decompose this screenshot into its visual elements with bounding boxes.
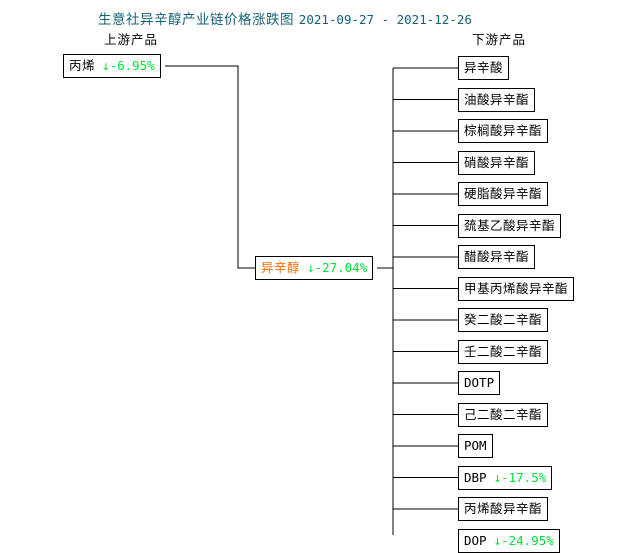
- upstream-column-label: 上游产品: [104, 32, 159, 47]
- downstream-node-3[interactable]: 棕榈酸异辛酯: [458, 119, 549, 143]
- downstream-node-name: 油酸异辛酯: [464, 91, 530, 107]
- price-change-chain-diagram: 生意社异辛醇产业链价格涨跌图 2021-09-27 - 2021-12-26 上…: [63, 8, 575, 553]
- downstream-node-6[interactable]: 巯基乙酸异辛酯: [458, 213, 562, 238]
- downstream-node-16[interactable]: DOP ↓-24.95%: [458, 528, 560, 553]
- downstream-node-change: ↓-24.95%: [493, 532, 554, 548]
- downstream-node-name: 醋酸异辛酯: [464, 249, 530, 264]
- downstream-node-name: 硬脂酸异辛酯: [464, 186, 543, 201]
- downstream-node-15[interactable]: 丙烯酸异辛酯: [458, 497, 549, 521]
- downstream-node-11[interactable]: DOTP: [458, 371, 501, 395]
- downstream-node-name: 甲基丙烯酸异辛酯: [464, 280, 569, 296]
- page-title: 生意社异辛醇产业链价格涨跌图 2021-09-27 - 2021-12-26: [98, 8, 472, 28]
- upstream-node-change: ↓-6.95%: [102, 58, 155, 73]
- downstream-node-name: DOTP: [464, 375, 495, 390]
- downstream-node-name: 巯基乙酸异辛酯: [464, 217, 556, 233]
- downstream-node-13[interactable]: POM: [458, 434, 493, 458]
- center-node-change: ↓-27.04%: [307, 260, 368, 275]
- downstream-node-name: 己二酸二辛酯: [464, 406, 543, 422]
- downstream-node-4[interactable]: 硝酸异辛酯: [458, 150, 536, 175]
- downstream-node-7[interactable]: 醋酸异辛酯: [458, 245, 536, 269]
- downstream-node-name: POM: [464, 438, 487, 453]
- downstream-node-name: DOP: [464, 532, 487, 548]
- downstream-node-change: ↓-17.5%: [493, 469, 547, 485]
- downstream-node-9[interactable]: 癸二酸二辛酯: [458, 308, 549, 332]
- downstream-node-12[interactable]: 己二酸二辛酯: [458, 402, 549, 427]
- downstream-node-5[interactable]: 硬脂酸异辛酯: [458, 182, 549, 206]
- downstream-node-name: 棕榈酸异辛酯: [464, 123, 543, 138]
- upstream-connector: [165, 65, 255, 269]
- downstream-node-10[interactable]: 壬二酸二辛酯: [458, 339, 549, 364]
- center-node-isooctanol[interactable]: 异辛醇 ↓-27.04%: [255, 256, 374, 280]
- center-node-name: 异辛醇: [261, 260, 301, 275]
- downstream-node-name: 异辛酸: [464, 60, 504, 75]
- downstream-stub-lines: [393, 67, 458, 510]
- downstream-node-8[interactable]: 甲基丙烯酸异辛酯: [458, 276, 575, 301]
- date-range: 2021-09-27 - 2021-12-26: [298, 12, 472, 27]
- downstream-node-name: 癸二酸二辛酯: [464, 312, 543, 327]
- downstream-node-name: 丙烯酸异辛酯: [464, 501, 543, 516]
- downstream-column-label: 下游产品: [472, 32, 527, 47]
- downstream-node-14[interactable]: DBP ↓-17.5%: [458, 465, 553, 490]
- downstream-node-name: 硝酸异辛酯: [464, 154, 530, 170]
- downstream-node-name: DBP: [464, 469, 487, 485]
- upstream-node-propylene[interactable]: 丙烯 ↓-6.95%: [63, 54, 161, 78]
- downstream-node-2[interactable]: 油酸异辛酯: [458, 87, 536, 112]
- page-title-text: 生意社异辛醇产业链价格涨跌图: [98, 12, 294, 28]
- downstream-node-1[interactable]: 异辛酸: [458, 56, 510, 80]
- upstream-node-name: 丙烯: [69, 58, 96, 73]
- downstream-node-name: 壬二酸二辛酯: [464, 343, 543, 359]
